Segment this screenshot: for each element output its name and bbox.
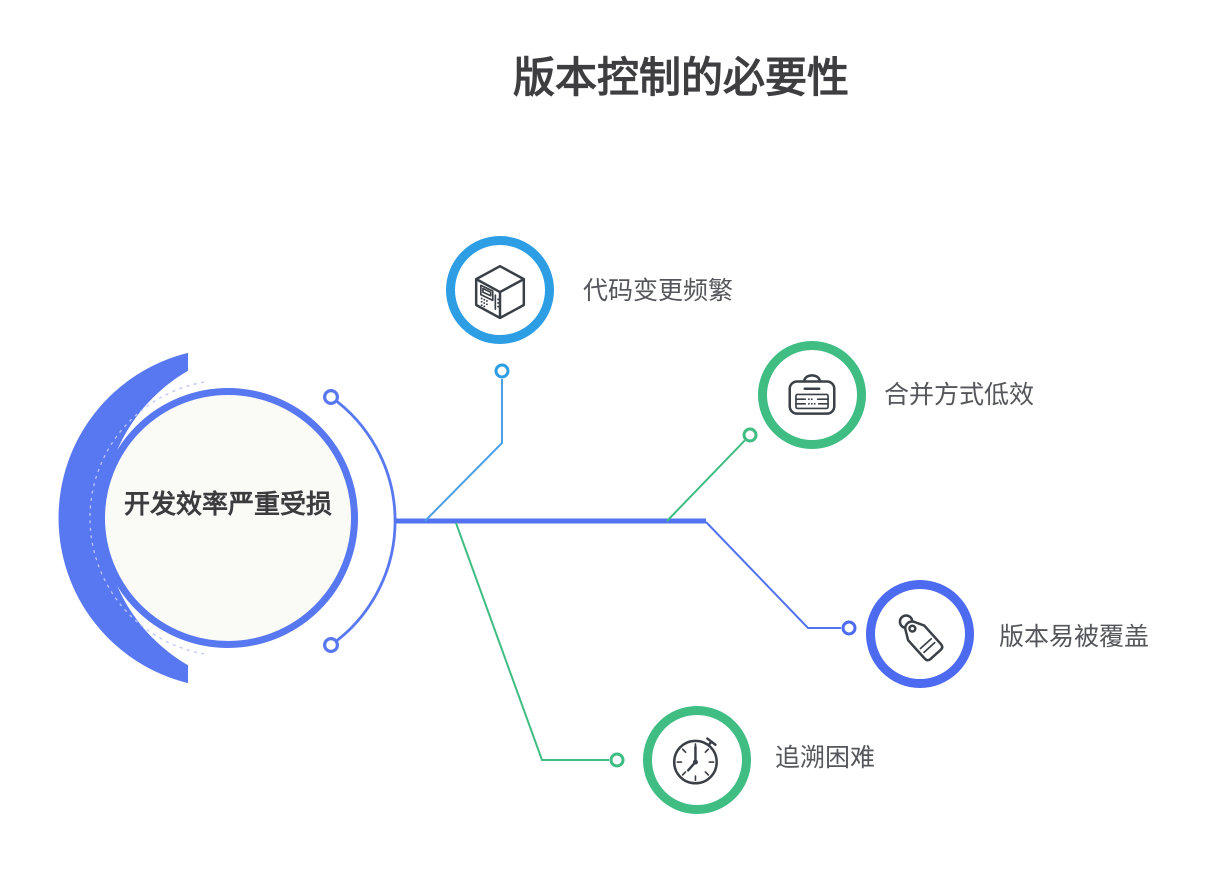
branch-label-overwrite: 版本易被覆盖: [999, 623, 1150, 651]
branch-label-trace: 追溯困难: [775, 744, 876, 772]
branch-node-code-change: [446, 236, 554, 344]
briefcase-icon: [788, 374, 836, 415]
branch-node-merge: [758, 341, 866, 449]
branch-label-code-change: 代码变更频繁: [583, 277, 734, 305]
connector-overwrite: [705, 521, 841, 629]
center-crescent: [58, 352, 188, 684]
connector-code-change: [424, 379, 503, 522]
center-arc-dot-top: [323, 389, 340, 406]
server-box-icon: [474, 264, 526, 319]
diagram-title: 版本控制的必要性: [513, 54, 850, 101]
dot-overwrite: [841, 620, 857, 636]
connector-trace: [455, 522, 609, 761]
dot-merge: [742, 427, 758, 443]
center-circle: [98, 388, 358, 648]
branch-label-merge: 合并方式低效: [884, 381, 1035, 409]
connector-merge: [666, 439, 746, 522]
branch-node-trace: [643, 706, 751, 814]
tag-icon: [898, 614, 944, 662]
center-node-label: 开发效率严重受损: [123, 489, 332, 519]
center-arc-dot-bottom: [323, 636, 340, 653]
dot-code-change: [494, 363, 510, 379]
stopwatch-icon: [672, 737, 718, 785]
branch-node-overwrite: [866, 580, 974, 688]
dot-trace: [609, 752, 625, 768]
